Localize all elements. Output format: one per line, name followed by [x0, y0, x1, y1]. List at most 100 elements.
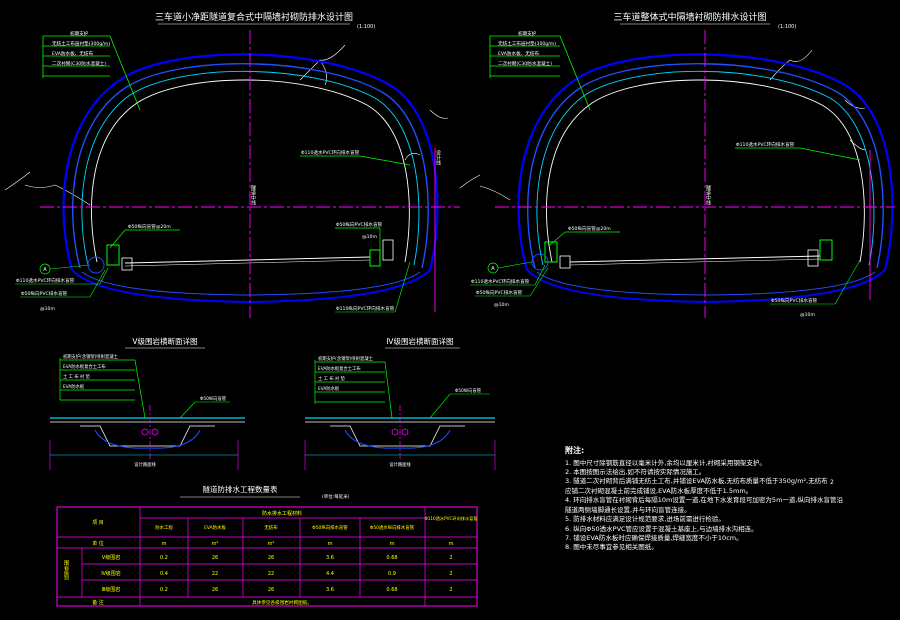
left-road-deck-base — [124, 259, 371, 267]
right-detail-base-label: 设计路面线 — [389, 461, 411, 468]
right-centerline-label: 隧道中线 — [705, 184, 711, 205]
table-row: Ⅴ级围岩 0.2 26 26 3.6 0.68 2 — [102, 554, 453, 561]
table-note-label: 备 注 — [92, 599, 104, 606]
table-note-text: 具体参见各级围岩衬砌图纸。 — [252, 599, 312, 606]
left-detail-circle — [87, 256, 105, 274]
left-layer-1: 初期支护 — [70, 30, 89, 37]
table-cell: 4.4 — [326, 571, 334, 577]
left-label-bottom-3: Φ110纵向PVC环向排水盲管 — [336, 305, 395, 312]
table-cell: 22 — [212, 571, 218, 577]
right-label-bottom-spacing-2: @10m — [800, 312, 815, 318]
right-label-bottom-1: Φ110透水PVC环向排水盲管 — [471, 278, 530, 285]
table-subheader-2: EVA防水板 — [204, 524, 226, 531]
note-item: 应铺二次衬砌混凝土前完成铺设,EVA防水板厚度不低于1.5mm。 — [565, 486, 753, 495]
table-cell: 0.68 — [386, 587, 397, 593]
left-invert-outer — [71, 269, 431, 304]
left-mid-lining — [72, 63, 429, 269]
table-row: Ⅳ级围岩 0.4 22 22 4.4 0.9 2 — [101, 570, 452, 577]
left-inner-contour — [91, 79, 410, 263]
right-outer-lining — [517, 53, 894, 271]
left-ditch-right — [369, 249, 381, 267]
right-label-longitudinal: Φ50纵向盲管@20m — [568, 225, 611, 232]
right-layer-1: 初期支护 — [518, 30, 537, 37]
left-layer-3: EVA防水板、无纺布 — [52, 50, 93, 57]
table-row: Ⅲ级围岩 0.2 26 26 3.6 0.68 2 — [102, 586, 453, 593]
right-tunnel-scale: (1:100) — [778, 24, 796, 30]
table-unit-4: m — [328, 541, 333, 547]
page-number: 2 — [830, 479, 834, 486]
right-inner-contour — [546, 79, 865, 263]
note-item: 6. 纵向Φ50透水PVC管应设置于混凝土基座上,与边墙排水沟相连。 — [565, 524, 758, 533]
table-row-label: Ⅲ级围岩 — [102, 586, 120, 593]
right-waterproof-layer — [536, 70, 875, 266]
left-outer-lining — [62, 53, 439, 271]
table-header-item: 项 目 — [92, 520, 104, 526]
left-detail-pipe-label: Φ50纵向盲管 — [200, 395, 227, 402]
left-detail-title: Ⅴ级围岩横断面详图 — [132, 336, 197, 346]
table-unit-5: m — [390, 541, 395, 547]
table-cell: 26 — [212, 555, 218, 561]
table-row-group: 围岩级别 — [63, 560, 69, 581]
table-subheader-1: 防水工程 — [155, 524, 173, 531]
left-tunnel-section: 三车道小净距隧道复合式中隔墙衬砌防排水设计图 (1:100) 隧道中线 设计线 — [4, 11, 460, 318]
table-row-label: Ⅳ级围岩 — [101, 570, 121, 577]
left-detail-layer-2: EVA防水板复合土工布 — [63, 363, 106, 370]
left-detail-layer-1: 初期支护(含钢架)喷射混凝土 — [63, 353, 119, 360]
note-item: 2. 本图按图示法绘出,如不符请按实际情况施工。 — [565, 468, 706, 477]
right-tunnel-title: 三车道整体式中隔墙衬砌防排水设计图 — [613, 11, 766, 23]
notes-title: 附注: — [565, 446, 585, 455]
right-terrain-left — [459, 174, 511, 201]
right-detail-layer-2: EVA防水板复合土工布 — [318, 365, 361, 372]
right-road-deck-base — [569, 258, 821, 266]
right-ditch-right-inner — [807, 249, 819, 267]
table-cell: 0.2 — [160, 587, 168, 593]
table-header-last: Φ110透水PVC环向排水盲管 — [424, 515, 477, 522]
left-tunnel-scale: (1:100) — [357, 24, 375, 30]
table-cell: 2 — [449, 555, 452, 561]
left-road-deck — [124, 256, 371, 264]
table-cell: 0.4 — [160, 571, 168, 577]
right-road-deck — [569, 255, 821, 263]
left-label-vertical-pipe: Φ110透水PVC环向排水盲管 — [301, 149, 360, 156]
table-cell: 0.2 — [160, 555, 168, 561]
left-label-bottom-2: Φ50纵向PVC排水盲管 — [21, 290, 68, 297]
table-cell: 22 — [268, 571, 274, 577]
right-ditch-right — [819, 239, 833, 261]
right-detail-layer-3: 土 工 布 衬 垫 — [318, 375, 346, 382]
note-item: 4. 环向排水盲管在衬砌背后每隔10m设置一道,在地下水发育段可加密为5m一道,… — [565, 496, 843, 505]
left-detail-layer-3: 土 工 布 衬 垫 — [63, 373, 91, 380]
left-ditch-right-inner — [382, 239, 394, 261]
right-invert-outer — [526, 269, 886, 304]
table-cell: 2 — [449, 587, 452, 593]
left-tunnel-title: 三车道小净距隧道复合式中隔墙衬砌防排水设计图 — [155, 11, 353, 23]
right-terrain-top — [769, 49, 813, 81]
left-layer-2: 无纺土工布层衬垫(300g/m) — [52, 40, 110, 47]
table-cell: 2 — [449, 571, 452, 577]
quantity-table: 隧道防排水工程数量表 (单位:每延米) 项 目 防水排水工程材料 Φ110透水P… — [56, 484, 478, 607]
left-label-bottom-1: Φ110透水PVC环向排水盲管 — [16, 277, 75, 284]
left-ditch-left — [106, 244, 120, 266]
table-header-group: 防水排水工程材料 — [262, 510, 302, 517]
right-detail-title: Ⅳ级围岩横断面详图 — [387, 336, 454, 346]
table-title: 隧道防排水工程数量表 — [203, 484, 278, 494]
note-item: 7. 铺设EVA防水板时应确保焊接质量,焊缝宽度不小于10cm。 — [565, 533, 743, 542]
table-subheader-5: Φ50透水纵向排水盲管 — [370, 524, 415, 531]
left-waterproof-layer — [81, 70, 420, 266]
right-invert-inner — [536, 271, 876, 296]
left-layer-4: 二次衬砌(C30防水混凝土) — [52, 60, 106, 67]
right-mid-lining — [527, 63, 884, 269]
left-centerline-label: 隧道中线 — [250, 184, 256, 205]
table-unit-6: m — [449, 541, 454, 547]
table-unit-2: m² — [212, 541, 219, 547]
left-detail-layer-4: EVA防水板 — [63, 383, 85, 390]
right-layer-4: 二次衬砌(C30防水混凝土) — [498, 60, 552, 67]
note-item: 8. 图中未尽事宜参见相关图纸。 — [565, 543, 658, 552]
right-detail-pipe-circle — [391, 428, 399, 436]
left-ditch-left-inner — [121, 257, 133, 271]
right-ditch-left-inner — [559, 255, 571, 269]
left-label-right-pipe: Φ50纵向PVC排水盲管 — [336, 221, 383, 228]
table-row-label: Ⅴ级围岩 — [102, 554, 120, 561]
right-layer-2: 无纺土工布层衬垫(300g/m) — [498, 40, 556, 47]
note-item: 1. 图中尺寸除钢筋直径以毫米计外,余均以厘米计,衬砌采用钢架支护。 — [565, 458, 766, 467]
